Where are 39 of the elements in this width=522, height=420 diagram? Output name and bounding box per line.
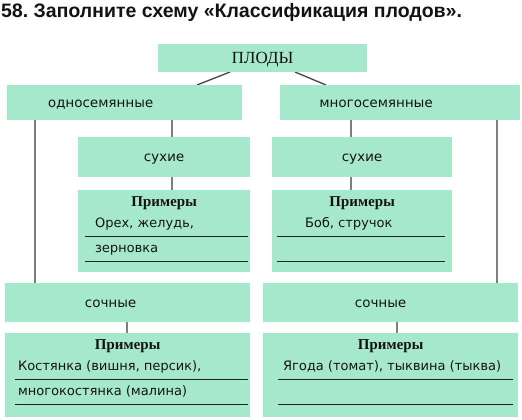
connector-line: [171, 177, 173, 190]
connector-line: [126, 322, 128, 333]
category-box: [5, 283, 250, 322]
connector-line: [171, 120, 173, 137]
category-box: [78, 137, 250, 177]
connector-line: [196, 71, 230, 86]
examples-box: [78, 190, 250, 272]
examples-heading: Примеры: [358, 337, 424, 353]
root-category-label: ПЛОДЫ: [232, 48, 294, 68]
examples-box: [5, 333, 250, 417]
examples-heading: Примеры: [131, 194, 197, 210]
exercise-title: 58. Заполните схему «Классификация плодов».: [1, 0, 462, 23]
answer-line: Орех, желудь,: [85, 212, 248, 237]
category-label: сухие: [144, 149, 184, 165]
answer-line: многокостянка (малина): [15, 380, 248, 405]
category-label: сочные: [354, 294, 406, 310]
connector-line: [350, 120, 352, 137]
examples-box: [263, 333, 518, 417]
answer-line: зерновка: [85, 237, 248, 262]
connector-line: [294, 71, 326, 86]
answer-line: Костянка (вишня, персик),: [15, 355, 248, 380]
category-label: сухие: [342, 149, 382, 165]
root-category-box: [158, 44, 367, 72]
category-box: [263, 283, 518, 322]
category-box: [7, 85, 242, 120]
connector-line: [496, 120, 498, 283]
connector-line: [396, 322, 398, 333]
examples-box: [272, 190, 452, 272]
connector-line: [34, 120, 36, 283]
category-label: сочные: [84, 294, 136, 310]
category-box: [272, 137, 452, 177]
category-label: односемянные: [48, 94, 154, 110]
examples-heading: Примеры: [329, 194, 395, 210]
answer-line: Ягода (томат), тыквина (тыква): [278, 355, 513, 380]
category-box: [280, 85, 520, 120]
answer-line: Боб, стручок: [277, 212, 445, 237]
connector-line: [350, 177, 352, 190]
category-label: многосемянные: [319, 94, 433, 110]
examples-heading: Примеры: [94, 337, 160, 353]
